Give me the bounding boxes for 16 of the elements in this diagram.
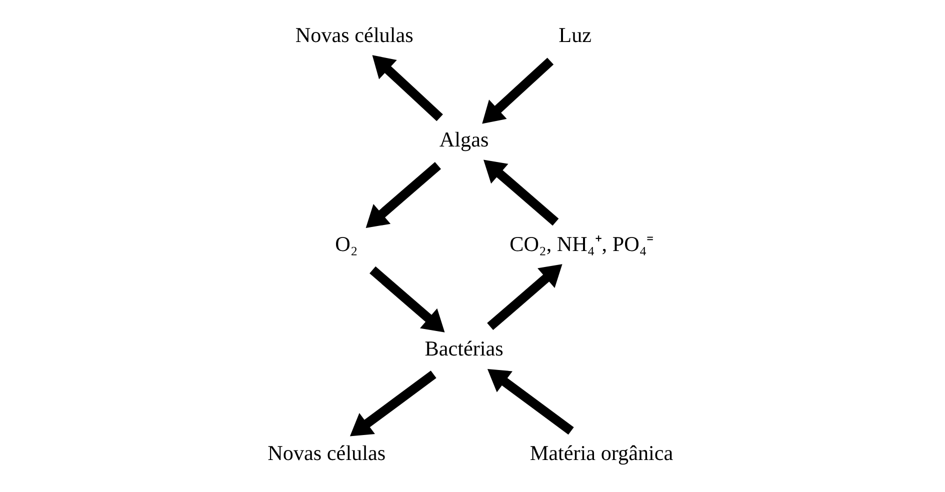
arrow (482, 58, 554, 124)
node-text: Novas células (294, 23, 413, 48)
arrow (369, 266, 444, 332)
arrow (365, 162, 440, 228)
node-text: Bactérias (424, 336, 503, 360)
node-text: CO₂, NH₄⁺, PO₄⁼ (509, 232, 654, 256)
arrow (372, 55, 442, 122)
arrow (349, 370, 436, 436)
arrow (486, 369, 574, 435)
node-text: Algas (438, 128, 488, 152)
node-text: Matéria orgânica (529, 440, 673, 465)
arrow (486, 264, 562, 330)
node-text: O₂ (334, 232, 358, 256)
node-text: Luz (558, 23, 592, 48)
arrow (482, 160, 558, 226)
node-text: Novas células (267, 440, 386, 465)
